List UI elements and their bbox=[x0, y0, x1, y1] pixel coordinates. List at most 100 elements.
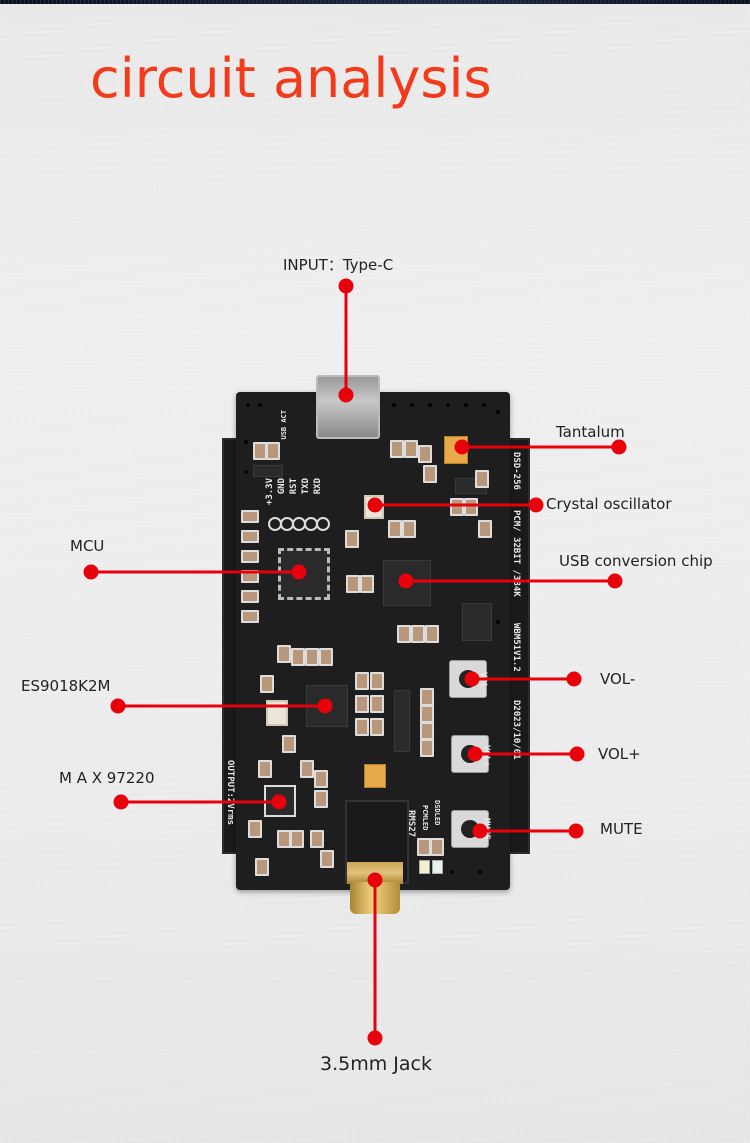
top-edge-bar bbox=[0, 0, 750, 4]
smd-part bbox=[260, 675, 274, 693]
label-mcu: MCU bbox=[70, 537, 105, 555]
smd-part bbox=[300, 760, 314, 778]
via bbox=[496, 620, 500, 624]
smd-part bbox=[404, 440, 418, 458]
silk-mute: MUTE bbox=[481, 818, 491, 840]
smd-part bbox=[420, 722, 434, 740]
label-vol-plus: VOL+ bbox=[598, 745, 641, 763]
smd-part bbox=[241, 510, 259, 523]
via bbox=[450, 870, 454, 874]
silk-pin-txd: TXD bbox=[301, 478, 311, 495]
regulator-chip bbox=[394, 690, 410, 752]
smd-part bbox=[390, 440, 404, 458]
silk-vol-minus: VOL- bbox=[478, 672, 488, 694]
usb-c-connector bbox=[316, 375, 380, 439]
silk-pin-rst: RST bbox=[289, 478, 299, 495]
via bbox=[482, 403, 486, 407]
tantalum-capacitor-2 bbox=[364, 764, 386, 788]
smd-part bbox=[266, 442, 280, 460]
via bbox=[258, 403, 262, 407]
mcu-chip bbox=[278, 548, 330, 600]
label-es9018k2m: ES9018K2M bbox=[21, 677, 111, 695]
smd-part bbox=[355, 695, 369, 713]
label-3-5mm-jack: 3.5mm Jack bbox=[320, 1053, 432, 1075]
dac-chip bbox=[306, 685, 348, 727]
smd-part bbox=[314, 790, 328, 808]
silk-pin-3v3: +3.3V bbox=[265, 478, 275, 506]
via bbox=[496, 410, 500, 414]
via bbox=[464, 403, 468, 407]
smd-part bbox=[420, 739, 434, 757]
smd-part bbox=[418, 445, 432, 463]
smd-part bbox=[464, 498, 478, 516]
silk-date: D2023/10/01 bbox=[511, 700, 521, 760]
via bbox=[246, 403, 250, 407]
smd-part bbox=[241, 530, 259, 543]
smd-part bbox=[314, 770, 328, 788]
smd-part bbox=[253, 442, 267, 460]
smd-part bbox=[320, 850, 334, 868]
smd-part bbox=[346, 575, 360, 593]
via bbox=[244, 440, 248, 444]
via bbox=[392, 403, 396, 407]
smd-part bbox=[370, 718, 384, 736]
smd-part bbox=[319, 648, 333, 666]
smd-part bbox=[305, 648, 319, 666]
smd-part bbox=[411, 625, 425, 643]
label-tantalum: Tantalum bbox=[556, 423, 625, 441]
smd-part bbox=[310, 830, 324, 848]
smd-part bbox=[417, 838, 431, 856]
smd-part bbox=[277, 830, 291, 848]
silk-pin-gnd: GND bbox=[277, 478, 287, 495]
smd-part bbox=[290, 830, 304, 848]
silk-dsd-led: DSDLED bbox=[433, 800, 441, 826]
smd-part bbox=[255, 858, 269, 876]
via bbox=[446, 403, 450, 407]
silk-vol-plus: VOL+ bbox=[481, 745, 491, 767]
label-usb-conversion-chip: USB conversion chip bbox=[559, 552, 713, 570]
smd-part bbox=[241, 550, 259, 563]
label-max97220: M A X 97220 bbox=[59, 769, 155, 787]
regulator-chip-3 bbox=[253, 465, 283, 477]
eeprom-chip bbox=[462, 603, 492, 641]
smd-part bbox=[241, 610, 259, 623]
smd-part bbox=[355, 718, 369, 736]
smd-part bbox=[402, 520, 416, 538]
tantalum-capacitor bbox=[444, 436, 468, 464]
smd-part bbox=[248, 820, 262, 838]
smd-part bbox=[355, 672, 369, 690]
smd-part bbox=[345, 530, 359, 548]
silk-pcm: PCM/ 32BIT /384K bbox=[511, 510, 521, 597]
smd-part bbox=[360, 575, 374, 593]
silk-usb-act: USB ACT bbox=[280, 410, 288, 440]
silk-dsd: DSD-256 bbox=[511, 452, 521, 490]
amp-chip bbox=[264, 785, 296, 817]
smd-part bbox=[388, 520, 402, 538]
crystal-oscillator-2 bbox=[266, 700, 288, 726]
smd-part bbox=[370, 695, 384, 713]
smd-part bbox=[277, 645, 291, 663]
smd-part bbox=[258, 760, 272, 778]
via bbox=[478, 870, 482, 874]
smd-part bbox=[450, 498, 464, 516]
header-pin bbox=[316, 517, 330, 531]
label-mute: MUTE bbox=[600, 820, 643, 838]
page-title: circuit analysis bbox=[90, 47, 492, 110]
smd-part bbox=[430, 838, 444, 856]
smd-part bbox=[241, 590, 259, 603]
silk-pin-rxd: RXD bbox=[313, 478, 323, 495]
smd-part bbox=[423, 465, 437, 483]
button-cap bbox=[461, 820, 479, 838]
audio-jack-barrel bbox=[350, 882, 400, 914]
smd-part bbox=[478, 520, 492, 538]
dsd-led bbox=[432, 860, 443, 874]
crystal-oscillator bbox=[364, 495, 384, 519]
smd-part bbox=[241, 570, 259, 583]
pcm-led bbox=[419, 860, 430, 874]
smd-part bbox=[420, 688, 434, 706]
audio-jack-collar bbox=[347, 862, 403, 884]
label-crystal-oscillator: Crystal oscillator bbox=[546, 495, 672, 513]
via bbox=[410, 403, 414, 407]
button-cap bbox=[461, 745, 479, 763]
smd-part bbox=[420, 705, 434, 723]
